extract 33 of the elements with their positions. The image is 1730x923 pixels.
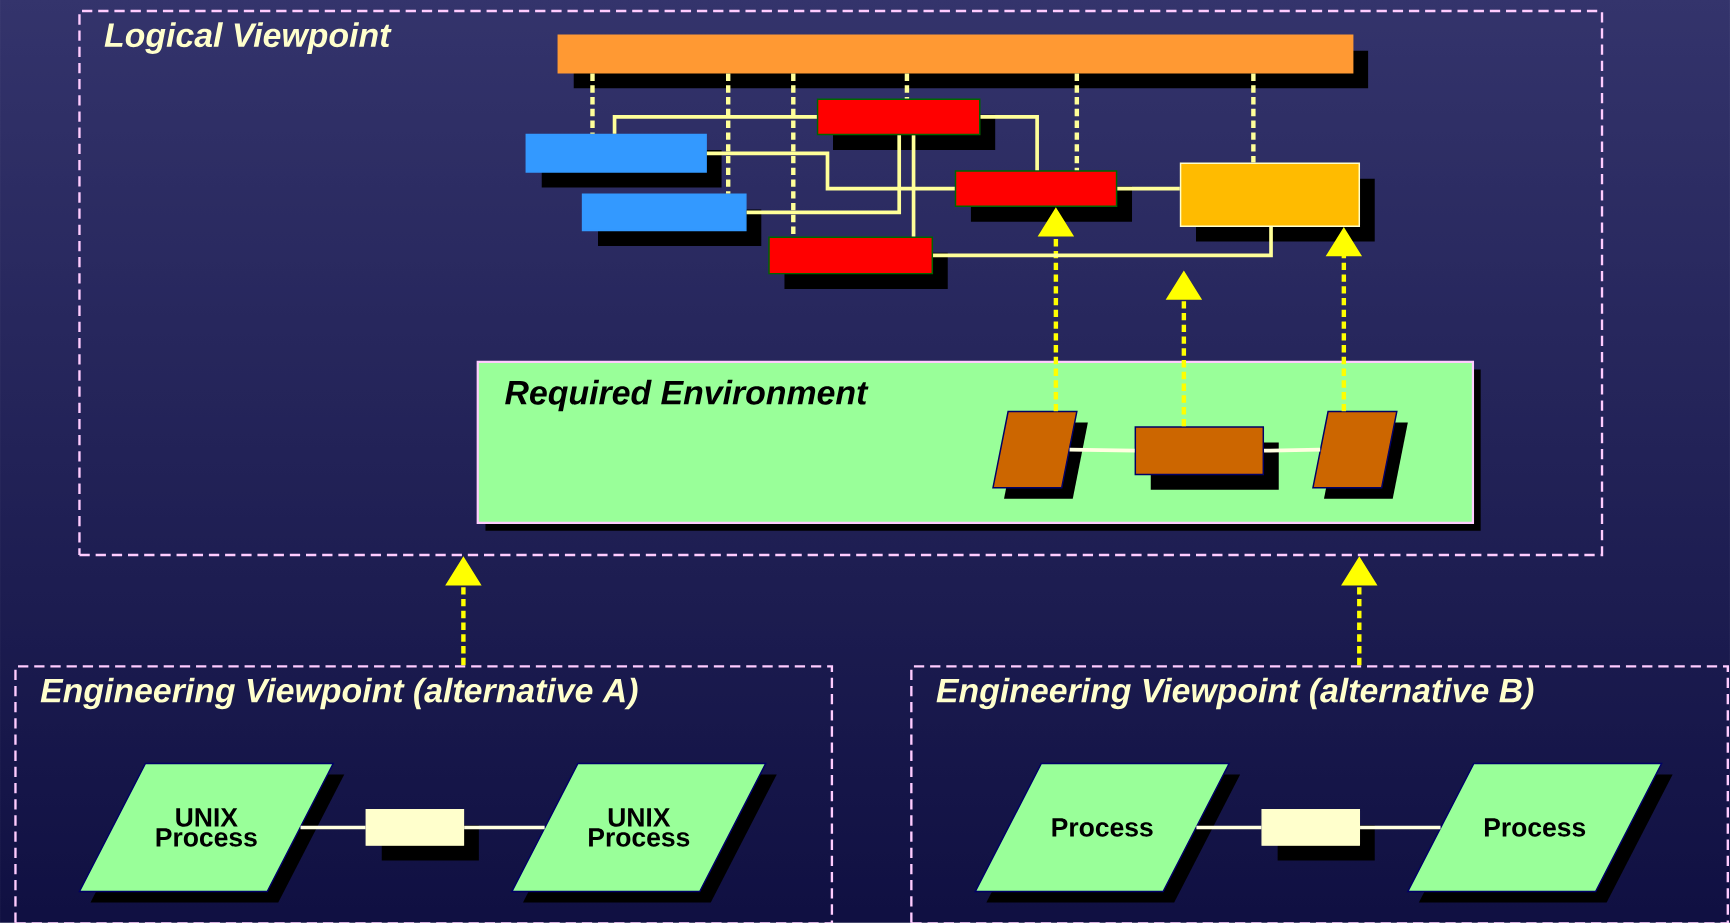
component-box [768, 236, 948, 289]
connector-line [746, 135, 902, 214]
resource-shape [1312, 410, 1408, 499]
process-parallelogram: Process [974, 762, 1241, 903]
connector-line [300, 825, 366, 830]
connector-box [1261, 808, 1375, 861]
connector-line [791, 73, 796, 237]
connector-line [1264, 447, 1321, 453]
connector-line [1069, 447, 1135, 453]
connector-line [1117, 186, 1180, 191]
component-box [954, 170, 1132, 222]
component-box [1179, 162, 1375, 242]
process-parallelogram: UNIX Process [78, 762, 345, 903]
connector-line [464, 825, 545, 830]
connector-line [933, 226, 1273, 258]
component-bar [557, 34, 1369, 89]
connector-line [911, 135, 916, 237]
connector-line [706, 151, 955, 191]
connector-line [1074, 73, 1080, 171]
component-box [525, 133, 722, 188]
connector-line [612, 114, 817, 134]
connector-line [726, 73, 731, 194]
connector-line [1251, 73, 1256, 163]
resource-box [1134, 426, 1279, 490]
connector-line [904, 73, 910, 99]
component-box [581, 193, 762, 246]
component-box [816, 98, 996, 150]
resource-shape [992, 410, 1088, 499]
connector-line [1196, 825, 1262, 830]
connector-line [590, 73, 595, 134]
connector-line [1360, 825, 1441, 830]
connector-box [365, 808, 479, 861]
connector-line [980, 114, 1039, 171]
